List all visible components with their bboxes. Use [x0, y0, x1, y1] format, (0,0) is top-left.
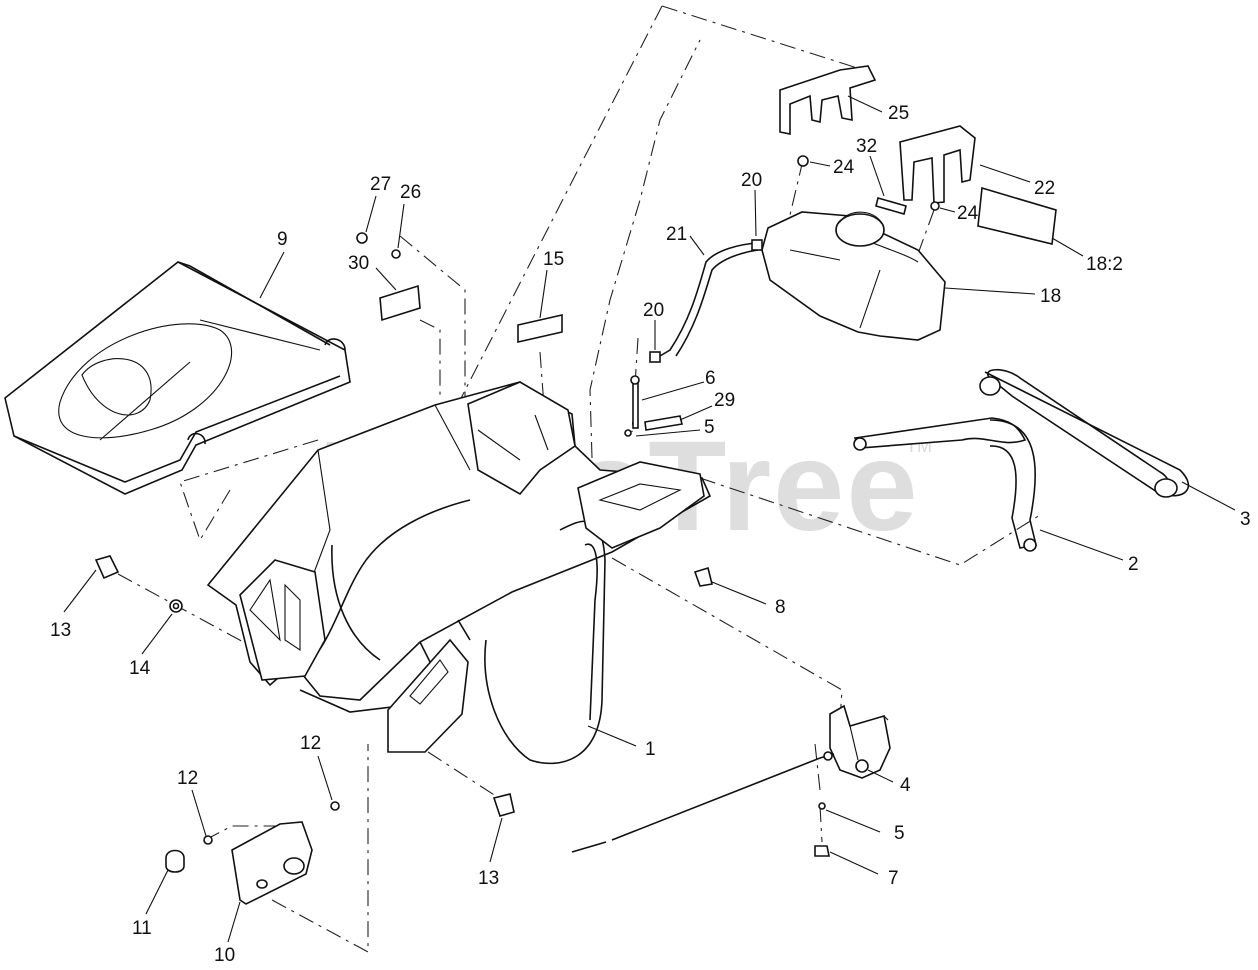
callout-5-top: 5 [704, 417, 715, 438]
callout-7: 7 [888, 868, 899, 889]
callout-24-left: 24 [833, 157, 855, 178]
hose-part-3 [979, 368, 1190, 498]
fuel-tank-part-18 [761, 211, 946, 341]
seat-part-9 [4, 261, 351, 495]
callout-22: 22 [1034, 178, 1055, 199]
callout-25: 25 [888, 103, 909, 124]
bracket-part-25 [779, 65, 877, 135]
callout-20-top: 20 [741, 170, 762, 191]
bracket-part-22 [899, 125, 976, 204]
callout-18: 18 [1040, 286, 1061, 307]
callout-21: 21 [666, 224, 687, 245]
plate-part-10 [231, 821, 313, 905]
callout-labels: 27 26 9 30 15 21 20 20 25 24 32 22 24 18… [50, 103, 1251, 966]
callout-1: 1 [645, 739, 656, 760]
callout-15: 15 [543, 249, 564, 270]
control-part-4 [571, 704, 891, 853]
callout-13-left: 13 [50, 620, 71, 641]
callout-14: 14 [129, 658, 151, 679]
callout-26: 26 [400, 182, 421, 203]
callout-13-bottom: 13 [478, 868, 499, 889]
fuel-line-part-21 [649, 239, 763, 363]
leader-lines [63, 95, 1236, 943]
callout-12-right: 12 [300, 733, 321, 754]
callout-27: 27 [370, 174, 391, 195]
callout-30: 30 [348, 253, 369, 274]
callout-11: 11 [132, 918, 152, 939]
callout-9: 9 [277, 229, 288, 250]
callout-32: 32 [856, 136, 877, 157]
callout-12-left: 12 [177, 768, 198, 789]
callout-18-2: 18:2 [1086, 254, 1123, 275]
handle-bar-part-2 [853, 417, 1037, 552]
callout-3: 3 [1240, 509, 1251, 530]
callout-20-bottom: 20 [643, 300, 664, 321]
callout-10: 10 [214, 945, 235, 966]
frame-part-1 [206, 381, 712, 765]
decal-parts [379, 186, 1057, 431]
callout-8: 8 [775, 597, 786, 618]
callout-24-right: 24 [957, 203, 979, 224]
callout-5-bottom: 5 [894, 823, 905, 844]
callout-2: 2 [1128, 554, 1139, 575]
callout-29: 29 [714, 390, 735, 411]
callout-6: 6 [705, 368, 716, 389]
callout-4: 4 [900, 775, 911, 796]
hardware [94, 155, 940, 873]
